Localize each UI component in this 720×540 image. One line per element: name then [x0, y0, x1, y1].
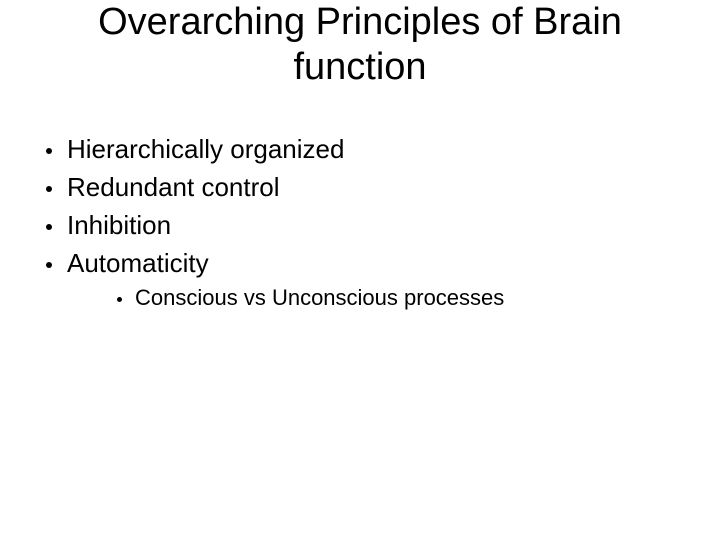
- bullet-item: Automaticity: [0, 244, 720, 282]
- bullet-text: Redundant control: [67, 172, 280, 202]
- slide-title-line-2: function: [293, 46, 427, 88]
- bullet-list: Hierarchically organized Redundant contr…: [0, 130, 720, 313]
- bullet-dot-icon: [46, 224, 52, 230]
- sub-bullet-item: Conscious vs Unconscious processes: [0, 283, 720, 313]
- sub-bullet-text: Conscious vs Unconscious processes: [135, 285, 505, 310]
- bullet-dot-icon: [46, 148, 52, 154]
- bullet-text: Automaticity: [67, 248, 209, 278]
- bullet-dot-icon: [117, 297, 122, 302]
- bullet-dot-icon: [46, 262, 52, 268]
- bullet-item: Hierarchically organized: [0, 130, 720, 168]
- bullet-dot-icon: [46, 186, 52, 192]
- bullet-text: Inhibition: [67, 210, 172, 240]
- slide-title-line-1: Overarching Principles of Brain: [98, 1, 622, 43]
- slide-title: Overarching Principles of Brain function: [0, 0, 720, 90]
- bullet-item: Redundant control: [0, 168, 720, 206]
- bullet-item: Inhibition: [0, 206, 720, 244]
- bullet-text: Hierarchically organized: [67, 134, 345, 164]
